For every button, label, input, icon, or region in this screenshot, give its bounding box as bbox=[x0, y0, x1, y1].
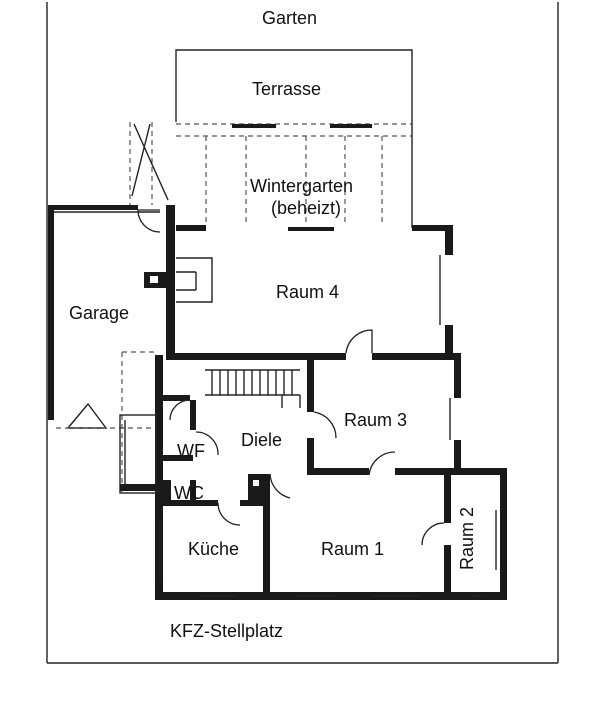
wintergarden-glazing bbox=[129, 122, 413, 231]
garage-label: Garage bbox=[69, 303, 130, 323]
wintergarden-heated-label: (beheizt) bbox=[271, 198, 342, 218]
room1-label: Raum 1 bbox=[321, 539, 385, 559]
entrance-canopy bbox=[119, 351, 157, 494]
room3-label: Raum 3 bbox=[344, 410, 408, 430]
terrace-outline bbox=[175, 49, 413, 122]
kitchen-label: Küche bbox=[188, 539, 240, 559]
staircase bbox=[205, 369, 301, 408]
wf-label: WF bbox=[177, 441, 205, 461]
hall-label: Diele bbox=[241, 430, 283, 450]
room4-label: Raum 4 bbox=[276, 282, 340, 302]
garden-label: Garten bbox=[262, 8, 318, 28]
garage-walls bbox=[48, 205, 161, 429]
room2-label: Raum 2 bbox=[457, 506, 477, 570]
house-walls bbox=[119, 205, 507, 600]
parking-label: KFZ-Stellplatz bbox=[170, 621, 284, 641]
terrace-label: Terrasse bbox=[252, 79, 322, 99]
wintergarden-label: Wintergarten bbox=[250, 176, 354, 196]
fireplace bbox=[144, 257, 213, 303]
wc-label: WC bbox=[174, 483, 204, 503]
property-boundary bbox=[46, 2, 559, 664]
